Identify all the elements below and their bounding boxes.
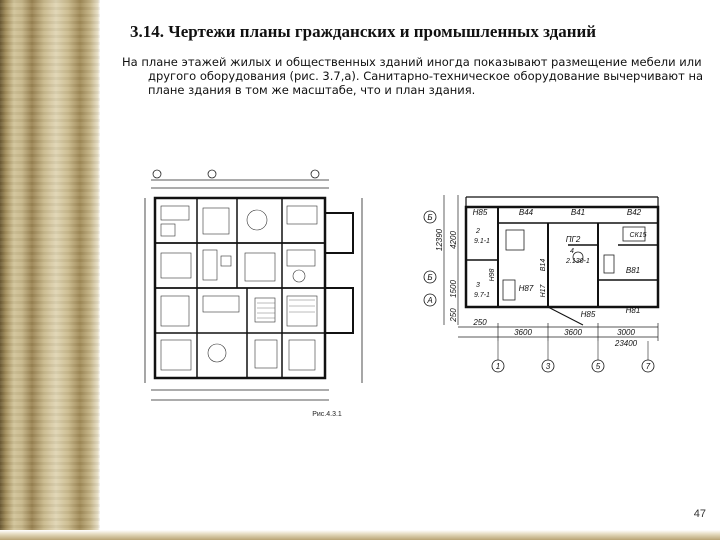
bottom-dim-3000: 3000 <box>617 328 635 337</box>
room-label-n85-bottom: Н85 <box>581 310 596 319</box>
bottom-dim-23400: 23400 <box>614 339 638 348</box>
left-drawing-caption: Рис.4.3.1 <box>312 411 342 418</box>
slide-title: 3.14. Чертежи планы гражданских и промыш… <box>130 22 597 41</box>
vertical-dim-4200: 4200 <box>449 231 458 249</box>
room-label-sk15: СК15 <box>630 232 647 239</box>
room-label-v14: В14 <box>540 259 547 272</box>
room-label-n98: Н98 <box>489 268 496 281</box>
row-marker-b-top: Б <box>427 213 432 222</box>
floor-plan-right-svg: Б Б А 12390 4200 1500 250 Н85 В44 В <box>423 195 660 373</box>
room-label-v42: В42 <box>627 208 642 217</box>
room-label-v81: В81 <box>626 266 640 275</box>
axis-marker-3: 3 <box>546 362 551 371</box>
axis-marker-1: 1 <box>496 362 500 371</box>
bottom-dim-3600-a: 3600 <box>514 328 532 337</box>
row-marker-b-mid: Б <box>427 273 432 282</box>
axis-marker-5: 5 <box>596 362 601 371</box>
annotation-3: 3 <box>476 282 480 289</box>
room-label-v41: В41 <box>571 208 585 217</box>
room-label-n81: Н81 <box>626 306 641 315</box>
annotation-4: 4 <box>570 248 574 255</box>
room-label-pg2: ПГ2 <box>566 235 581 244</box>
vertical-dim-12390: 12390 <box>435 228 444 251</box>
vertical-dim-1500: 1500 <box>449 280 458 298</box>
vertical-dim-250: 250 <box>449 308 458 323</box>
axis-marker-7: 7 <box>646 362 651 371</box>
floor-plan-left-svg: Рис.4.3.1 <box>144 169 363 418</box>
room-label-n85-top: Н85 <box>473 208 488 217</box>
annotation-2: 2 <box>475 228 480 235</box>
annotation-2-130-1: 2.130-1 <box>565 258 590 265</box>
bottom-dim-3600-b: 3600 <box>564 328 582 337</box>
page-number: 47 <box>693 508 706 520</box>
decorative-frame-bottom <box>0 530 720 540</box>
floor-plan-drawing-left: Рис.4.3.1 <box>137 168 374 423</box>
slide-paragraph: На плане этажей жилых и общественных зда… <box>122 55 704 97</box>
annotation-9-7-1: 9.7-1 <box>474 292 490 299</box>
room-label-v44: В44 <box>519 208 534 217</box>
decorative-frame-border <box>0 0 100 540</box>
room-label-n17: Н17 <box>540 283 547 297</box>
room-label-n87: Н87 <box>519 284 534 293</box>
floor-plan-drawing-right: Б Б А 12390 4200 1500 250 Н85 В44 В <box>418 185 666 380</box>
bottom-dim-250: 250 <box>472 318 487 327</box>
row-marker-a: А <box>426 296 432 305</box>
annotation-9-1-1: 9.1-1 <box>474 238 490 245</box>
